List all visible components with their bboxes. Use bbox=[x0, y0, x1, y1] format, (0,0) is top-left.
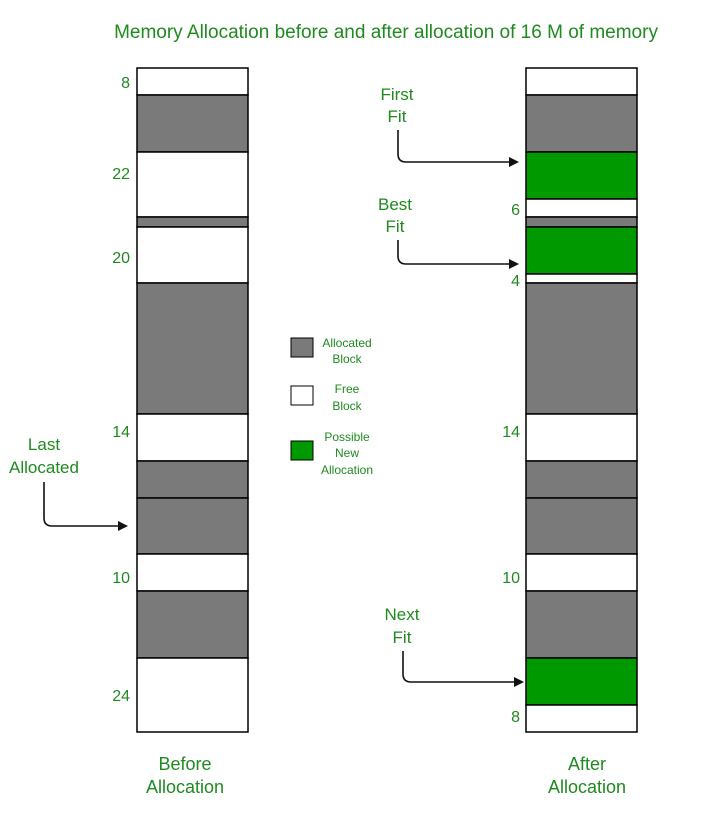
last-allocated-pointer: Last Allocated bbox=[9, 435, 128, 531]
before-size-label-20: 20 bbox=[112, 250, 130, 267]
next-fit-label-line2: Fit bbox=[393, 628, 412, 647]
before-block-allocated-5 bbox=[136, 282, 249, 415]
after-size-label-4: 4 bbox=[511, 273, 520, 290]
last-allocated-arrow bbox=[43, 482, 128, 531]
after-block-allocated-9 bbox=[525, 460, 638, 499]
after-memory-column bbox=[525, 67, 638, 733]
legend: Allocated Block Free Block Possible New … bbox=[290, 336, 373, 477]
after-size-labels: 6 4 14 10 8 bbox=[502, 202, 520, 726]
best-fit-pointer: Best Fit bbox=[378, 195, 519, 269]
next-fit-label-line1: Next bbox=[385, 605, 420, 624]
after-caption-line2: Allocation bbox=[548, 777, 626, 797]
after-size-label-10: 10 bbox=[502, 570, 520, 587]
before-memory-column bbox=[136, 67, 249, 733]
first-fit-label-line1: First bbox=[380, 85, 413, 104]
before-block-allocated-7 bbox=[136, 460, 249, 499]
legend-free-line1: Free bbox=[335, 382, 360, 396]
before-size-label-14: 14 bbox=[112, 424, 130, 441]
after-block-free-3 bbox=[525, 198, 638, 218]
before-block-free-9 bbox=[136, 553, 249, 592]
before-caption-line1: Before bbox=[158, 754, 211, 774]
best-fit-arrow bbox=[397, 240, 519, 269]
before-size-label-24: 24 bbox=[112, 688, 130, 705]
first-fit-pointer: First Fit bbox=[380, 85, 519, 167]
after-block-new-allocation-5 bbox=[525, 226, 638, 275]
after-block-free-0 bbox=[525, 67, 638, 96]
after-block-allocated-4 bbox=[525, 216, 638, 228]
after-block-free-6 bbox=[525, 273, 638, 284]
after-block-allocated-1 bbox=[525, 94, 638, 153]
best-fit-label-line2: Fit bbox=[386, 217, 405, 236]
best-fit-label-line1: Best bbox=[378, 195, 412, 214]
legend-swatch-new-allocation bbox=[290, 440, 314, 461]
after-block-free-11 bbox=[525, 553, 638, 592]
before-size-label-8: 8 bbox=[121, 75, 130, 92]
after-block-free-14 bbox=[525, 704, 638, 733]
after-size-label-8: 8 bbox=[511, 709, 520, 726]
legend-new-line1: Possible bbox=[324, 430, 370, 444]
before-size-label-10: 10 bbox=[112, 570, 130, 587]
first-fit-label-line2: Fit bbox=[388, 107, 407, 126]
after-size-label-14: 14 bbox=[502, 424, 520, 441]
before-block-free-2 bbox=[136, 151, 249, 218]
before-block-allocated-1 bbox=[136, 94, 249, 153]
after-block-allocated-10 bbox=[525, 497, 638, 555]
before-block-free-6 bbox=[136, 413, 249, 462]
before-size-label-22: 22 bbox=[112, 166, 130, 183]
before-block-allocated-10 bbox=[136, 590, 249, 659]
after-caption-line1: After bbox=[568, 754, 606, 774]
legend-free-line2: Block bbox=[332, 399, 362, 413]
before-block-allocated-8 bbox=[136, 497, 249, 555]
after-size-label-6: 6 bbox=[511, 202, 520, 219]
legend-new-line2: New bbox=[335, 446, 359, 460]
last-allocated-label-line2: Allocated bbox=[9, 458, 79, 477]
before-caption-line2: Allocation bbox=[146, 777, 224, 797]
legend-new-line3: Allocation bbox=[321, 463, 373, 477]
legend-swatch-allocated bbox=[290, 337, 314, 358]
legend-allocated-line1: Allocated bbox=[322, 336, 371, 350]
next-fit-pointer: Next Fit bbox=[385, 605, 524, 687]
after-block-allocated-7 bbox=[525, 282, 638, 415]
before-block-free-11 bbox=[136, 657, 249, 733]
before-size-labels: 8 22 20 14 10 24 bbox=[112, 75, 130, 705]
after-block-new-allocation-13 bbox=[525, 657, 638, 706]
next-fit-arrow bbox=[402, 651, 524, 687]
before-block-allocated-3 bbox=[136, 216, 249, 228]
before-block-free-4 bbox=[136, 226, 249, 284]
first-fit-arrow bbox=[397, 130, 519, 167]
diagram-title: Memory Allocation before and after alloc… bbox=[114, 22, 658, 43]
after-block-new-allocation-2 bbox=[525, 151, 638, 200]
after-block-allocated-12 bbox=[525, 590, 638, 659]
legend-allocated-line2: Block bbox=[332, 352, 362, 366]
after-block-free-8 bbox=[525, 413, 638, 462]
last-allocated-label-line1: Last bbox=[28, 435, 60, 454]
legend-swatch-free bbox=[290, 385, 314, 406]
before-block-free-0 bbox=[136, 67, 249, 96]
